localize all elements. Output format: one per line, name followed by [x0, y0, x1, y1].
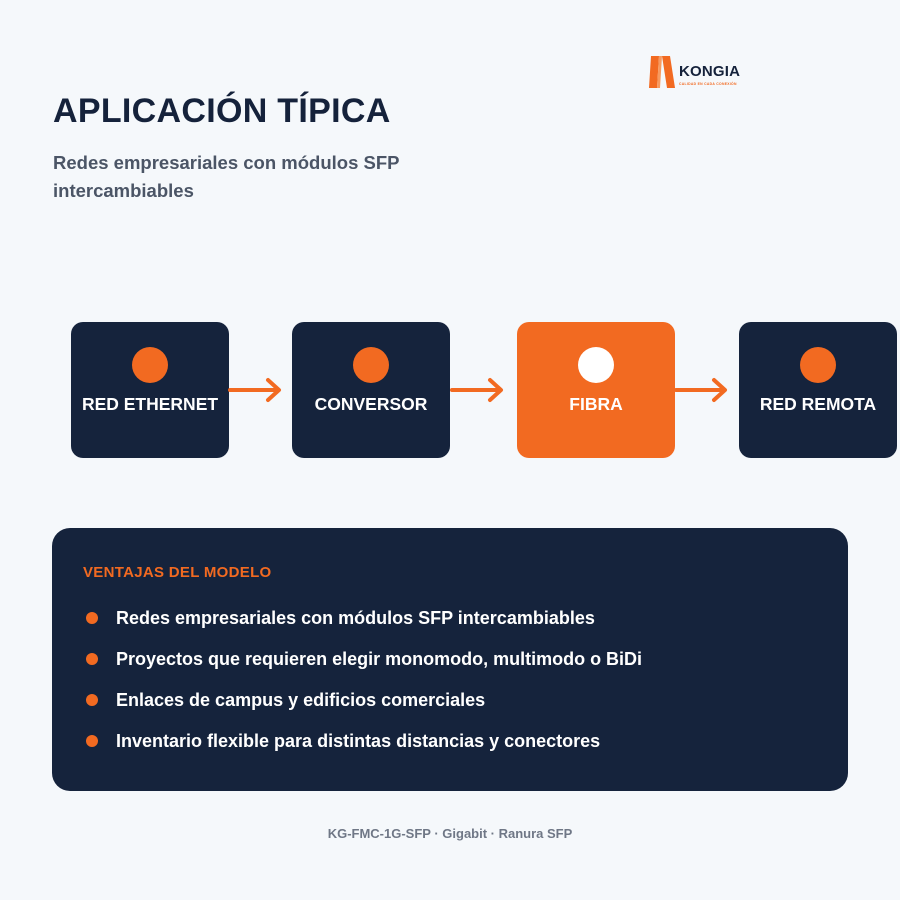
page-subtitle: Redes empresariales con módulos SFP inte… [53, 152, 400, 201]
bullet-dot-icon [86, 735, 98, 747]
list-item-text: Proyectos que requieren elegir monomodo,… [116, 649, 643, 669]
list-item-text: Redes empresariales con módulos SFP inte… [116, 608, 595, 628]
page-title: APLICACIÓN TÍPICA [53, 92, 391, 130]
flow-node-label: FIBRA [569, 394, 623, 414]
brand-tagline: CALIDAD EN CADA CONEXIÓN [679, 82, 737, 86]
advantages-title: VENTAJAS DEL MODELO [83, 564, 272, 581]
arrow-right-icon [450, 378, 503, 402]
list-item-text: Enlaces de campus y edificios comerciale… [116, 690, 486, 710]
advantages-panel: VENTAJAS DEL MODELO Redes empresariales … [52, 528, 848, 791]
flow-node-label: CONVERSOR [314, 394, 428, 414]
arrow-right-icon [228, 378, 281, 402]
kongia-logo-mark-icon [649, 56, 675, 88]
bullet-dot-icon [86, 612, 98, 624]
node-dot-icon [578, 347, 614, 383]
footer-model-info: KG-FMC-1G-SFP · Gigabit · Ranura SFP [327, 826, 573, 841]
arrow-right-icon [674, 378, 727, 402]
node-dot-icon [353, 347, 389, 383]
flow-node-fibra: FIBRA [517, 322, 675, 458]
flow-node-label: RED REMOTA [759, 394, 877, 414]
bullet-dot-icon [86, 653, 98, 665]
list-item-text: Inventario flexible para distintas dista… [116, 731, 601, 751]
list-item: Redes empresariales con módulos SFP inte… [86, 606, 642, 647]
flow-node-label: RED ETHERNET [81, 394, 219, 414]
flow-node-conversor: CONVERSOR [292, 322, 450, 458]
flow-node-red-remota: RED REMOTA [739, 322, 897, 458]
node-dot-icon [132, 347, 168, 383]
list-item: Proyectos que requieren elegir monomodo,… [86, 647, 642, 688]
brand-logo: KONGIA CALIDAD EN CADA CONEXIÓN [649, 56, 759, 90]
list-item: Inventario flexible para distintas dista… [86, 729, 642, 770]
node-dot-icon [800, 347, 836, 383]
bullet-dot-icon [86, 694, 98, 706]
flow-node-red-ethernet: RED ETHERNET [71, 322, 229, 458]
advantages-list: Redes empresariales con módulos SFP inte… [86, 606, 642, 770]
brand-name: KONGIA [679, 63, 741, 80]
list-item: Enlaces de campus y edificios comerciale… [86, 688, 642, 729]
